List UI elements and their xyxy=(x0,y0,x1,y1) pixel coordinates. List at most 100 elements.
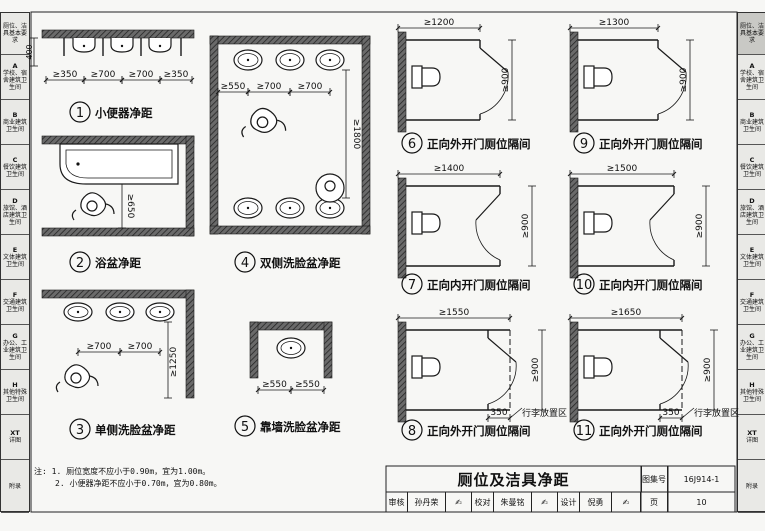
tab-letter: F xyxy=(12,290,18,299)
reviewer-signature: ✍ xyxy=(446,492,472,512)
basin-inner xyxy=(237,201,259,215)
dimension-label: ≥700 xyxy=(257,82,282,92)
basin-inner xyxy=(109,306,131,318)
person-head xyxy=(86,200,98,212)
door-leaf xyxy=(475,193,501,221)
dimension-label: ≥650 xyxy=(125,194,135,219)
urinal-drain xyxy=(120,44,124,48)
caption-number: 2 xyxy=(76,256,84,271)
tab-letter: B xyxy=(12,110,18,119)
caption-number-circle xyxy=(234,415,256,437)
left-tab-10[interactable]: 附录 xyxy=(1,460,29,513)
dimension-label: ≥900 xyxy=(703,357,713,382)
dimension-label: ≥1500 xyxy=(607,164,638,174)
dimension-label: ≥1200 xyxy=(424,18,455,28)
wall-top xyxy=(209,35,371,45)
caption-text: 正向外开门厕位隔间 xyxy=(427,137,531,151)
door-swing-arc xyxy=(475,219,501,261)
dimension-slash xyxy=(485,415,491,421)
wall-left xyxy=(569,177,579,279)
left-tab-0[interactable]: 厕位、洁具基本要求 xyxy=(1,13,29,55)
dimension-slash xyxy=(395,315,401,321)
dimension-slash xyxy=(215,89,221,95)
caption-number: 1 xyxy=(76,106,84,121)
wall-top xyxy=(41,29,195,39)
caption-text: 靠墙洗脸盆净距 xyxy=(260,420,341,434)
toilet-bowl xyxy=(421,357,441,377)
door-swing-arc xyxy=(487,361,517,405)
basin-inner xyxy=(319,53,341,67)
sheet-title: 厕位及洁具净距 xyxy=(386,466,642,492)
right-tab-0[interactable]: 厕位、洁具基本要求 xyxy=(738,13,765,55)
dimension-label: ≥700 xyxy=(87,342,112,352)
caption-number-circle xyxy=(573,419,595,441)
dimension-slash xyxy=(567,171,573,177)
note-1: 1. 厕位宽度不应小于0.90m，宜为1.00m。 xyxy=(51,467,211,476)
dimension-label: ≥1400 xyxy=(434,164,465,174)
dimension-slash xyxy=(497,171,503,177)
dimension-label: ≥700 xyxy=(128,342,153,352)
basin-drain xyxy=(328,58,332,62)
luggage-zone-label: 行李放置区 xyxy=(694,407,739,419)
dimension-label: ≥1800 xyxy=(351,119,361,150)
dimension-slash xyxy=(75,349,81,355)
tab-label: 商业建筑卫生间 xyxy=(2,118,27,133)
design-label: 设计 xyxy=(558,492,580,512)
right-tab-10[interactable]: 附录 xyxy=(738,460,765,513)
tab-letter: E xyxy=(749,245,755,254)
tab-letter: XT xyxy=(747,429,757,437)
tab-label: 餐饮建筑卫生间 xyxy=(2,163,27,178)
caption-number-circle xyxy=(69,418,91,440)
basin-drain xyxy=(246,206,250,210)
wall-right xyxy=(361,35,371,235)
wall-left xyxy=(209,35,219,235)
review-label: 审核 xyxy=(386,492,408,512)
dimension-label: ≥550 xyxy=(262,380,287,390)
designer-name: 倪勇 xyxy=(580,492,612,512)
basin-inner xyxy=(280,341,302,355)
toilet-tank xyxy=(583,211,595,235)
tab-label: 厕位、洁具基本要求 xyxy=(2,23,27,44)
tab-label: 旅馆、酒店建筑卫生间 xyxy=(2,205,27,226)
dimension-slash xyxy=(567,315,573,321)
basin-inner xyxy=(237,53,259,67)
tab-label: 旅馆、酒店建筑卫生间 xyxy=(739,205,764,226)
note-line-2: 2. 小便器净距不应小于0.70m，宜为0.80m。 xyxy=(34,478,222,490)
wall-top xyxy=(249,321,333,331)
wall-top xyxy=(41,289,195,299)
urinal-drain xyxy=(158,44,162,48)
tab-label: 其他特殊卫生间 xyxy=(2,388,27,403)
tab-label: 餐饮建筑卫生间 xyxy=(739,163,764,178)
caption-number: 3 xyxy=(76,423,84,438)
toilet-bowl xyxy=(593,357,613,377)
dimension-slash xyxy=(679,315,685,321)
atlas-number: 16J914-1 xyxy=(683,474,720,484)
reviewer-name: 孙丹荣 xyxy=(408,492,446,512)
caption-number: 5 xyxy=(241,420,249,435)
wall-right xyxy=(185,289,195,399)
basin-drain xyxy=(76,310,80,314)
basin-drain xyxy=(288,58,292,62)
basin-drain xyxy=(288,206,292,210)
